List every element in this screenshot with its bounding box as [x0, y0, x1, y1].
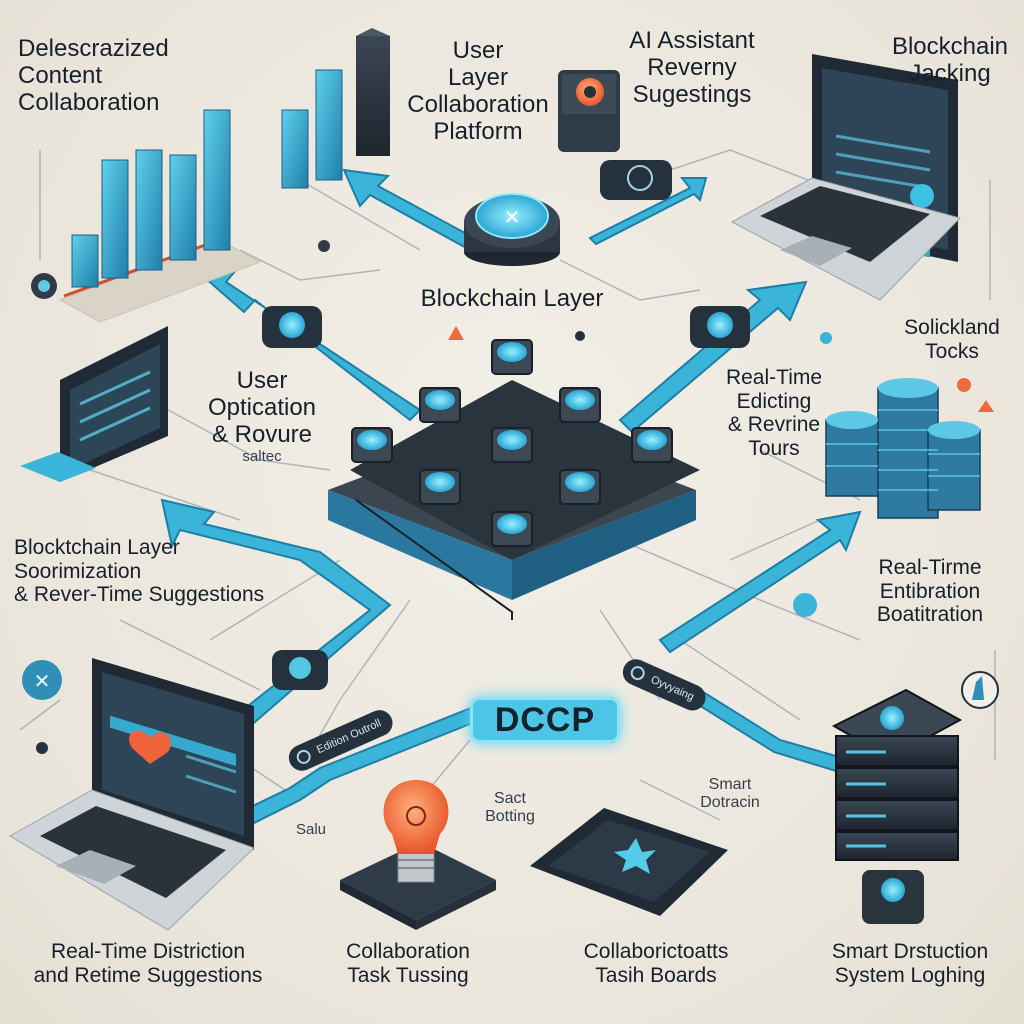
ai-assistant-device: [558, 70, 620, 152]
connector-nodes: [262, 160, 750, 690]
laptop-icon: [9, 658, 255, 931]
arrow-icon: [618, 280, 808, 434]
label-line: Task Tussing: [347, 963, 469, 987]
label-line: Salu: [296, 821, 327, 838]
label-system-logging: Smart Drstuction System Loghing: [832, 940, 988, 987]
label-smart-tracking: Smart Dotracin: [700, 776, 760, 812]
label-line: and Retime Suggestions: [33, 963, 263, 987]
label-line: Content: [18, 61, 103, 89]
lightbulb-icon: [340, 780, 496, 930]
label-user-layer-platform: User Layer Collaboration Platform: [407, 37, 549, 146]
bar-chart-icon: [31, 28, 390, 323]
coin-stack-icon: [825, 378, 981, 519]
label-blockchain-jacking: Blockchain Jacking: [891, 33, 1009, 88]
display-panel: [530, 808, 728, 916]
label-line: saltec: [242, 447, 282, 465]
label-line: Sact: [493, 790, 526, 807]
label-line: User: [236, 367, 288, 394]
label-solicktand-tocks: Solickland Tocks: [904, 316, 1000, 363]
central-node: ✕: [464, 193, 560, 266]
label-line: AI Assistant: [629, 27, 755, 54]
arrow-icon: [160, 498, 392, 730]
flow-arrows: [160, 168, 862, 832]
label-line: Jacking: [909, 59, 991, 87]
label-line: Collaboration: [18, 88, 160, 116]
label-line: Smart: [708, 776, 752, 793]
label-line: Sugestings: [632, 80, 752, 108]
side-icons: ✕: [22, 240, 999, 754]
label-line: & Rever-Time Suggestions: [14, 583, 265, 607]
label-line: Reverny: [647, 53, 737, 81]
label-line: Real-Time: [725, 366, 823, 389]
label-sact-botting: Sact Botting: [485, 790, 535, 826]
label-line: & Revrine: [727, 413, 821, 437]
svg-text:✕: ✕: [34, 669, 51, 693]
blockchain-grid: [328, 339, 700, 620]
dccp-title-badge: DCCP: [470, 697, 620, 743]
label-realtime-entibration: Real-Tirme Entibration Boatitration: [877, 556, 983, 627]
label-line: & Rovure: [211, 420, 313, 448]
label-blockchain-optimization: Blocktchain Layer Soorimization & Rever-…: [14, 536, 264, 607]
label-line: Collaboration: [407, 90, 549, 118]
label-line: System Loghing: [834, 963, 986, 987]
label-line: Collaborictoatts: [583, 940, 729, 963]
label-line: Edicting: [736, 389, 812, 413]
label-blockchain-layer: Blockchain Layer: [420, 285, 604, 313]
label-decentralized-collaboration: Delescrazized Content Collaboration: [18, 35, 169, 117]
label-line: Delescrazized: [18, 35, 169, 62]
label-line: Soorimization: [14, 559, 142, 583]
label-line: Tocks: [925, 339, 979, 363]
label-line: Optication: [207, 393, 317, 421]
label-line: Tasih Boards: [595, 963, 717, 987]
grid-tile-lights: [357, 342, 667, 534]
label-salu: Salu: [296, 821, 327, 839]
label-collaboration-task: Collaboration Task Tussing: [346, 940, 470, 987]
server-stack-icon: [831, 688, 963, 924]
label-realtime-distriction: Real-Time Distriction and Retime Suggest…: [34, 940, 263, 987]
label-user-optimization: User Optication & Rovure saltec: [207, 367, 317, 465]
label-line: Platform: [433, 117, 523, 145]
laptop-icon: [730, 54, 961, 301]
label-line: Boatitration: [876, 603, 984, 627]
arrow-icon: [342, 168, 480, 252]
label-task-boards: Collaborictoatts Tasih Boards: [584, 940, 729, 987]
label-line: Blockchain Layer: [420, 285, 604, 312]
label-line: Tours: [748, 436, 800, 460]
label-line: Real-Time Distriction: [50, 940, 246, 963]
label-line: Blockchain: [891, 33, 1009, 60]
label-line: User: [452, 37, 504, 64]
label-line: Real-Tirme: [878, 556, 982, 579]
arrow-icon: [588, 177, 708, 246]
label-line: Smart Drstuction: [831, 940, 989, 963]
label-ai-assistant: AI Assistant Reverny Sugestings: [629, 27, 755, 109]
label-realtime-editing: Real-Time Edicting & Revrine Tours: [726, 366, 822, 460]
network-node-icon: [614, 838, 656, 874]
label-line: Solickland: [904, 316, 1000, 339]
label-line: Collaboration: [346, 940, 470, 963]
svg-text:✕: ✕: [504, 205, 521, 229]
heart-icon: [129, 730, 171, 764]
label-line: Dotracin: [700, 793, 760, 811]
arrow-icon: [658, 510, 862, 654]
label-line: Blocktchain Layer: [14, 536, 180, 559]
arrow-icon: [692, 688, 852, 776]
label-line: Botting: [485, 807, 535, 825]
orange-accents: [448, 326, 994, 412]
label-line: Entibration: [879, 579, 981, 603]
label-line: Layer: [447, 63, 509, 91]
tablet-icon: [20, 326, 168, 482]
